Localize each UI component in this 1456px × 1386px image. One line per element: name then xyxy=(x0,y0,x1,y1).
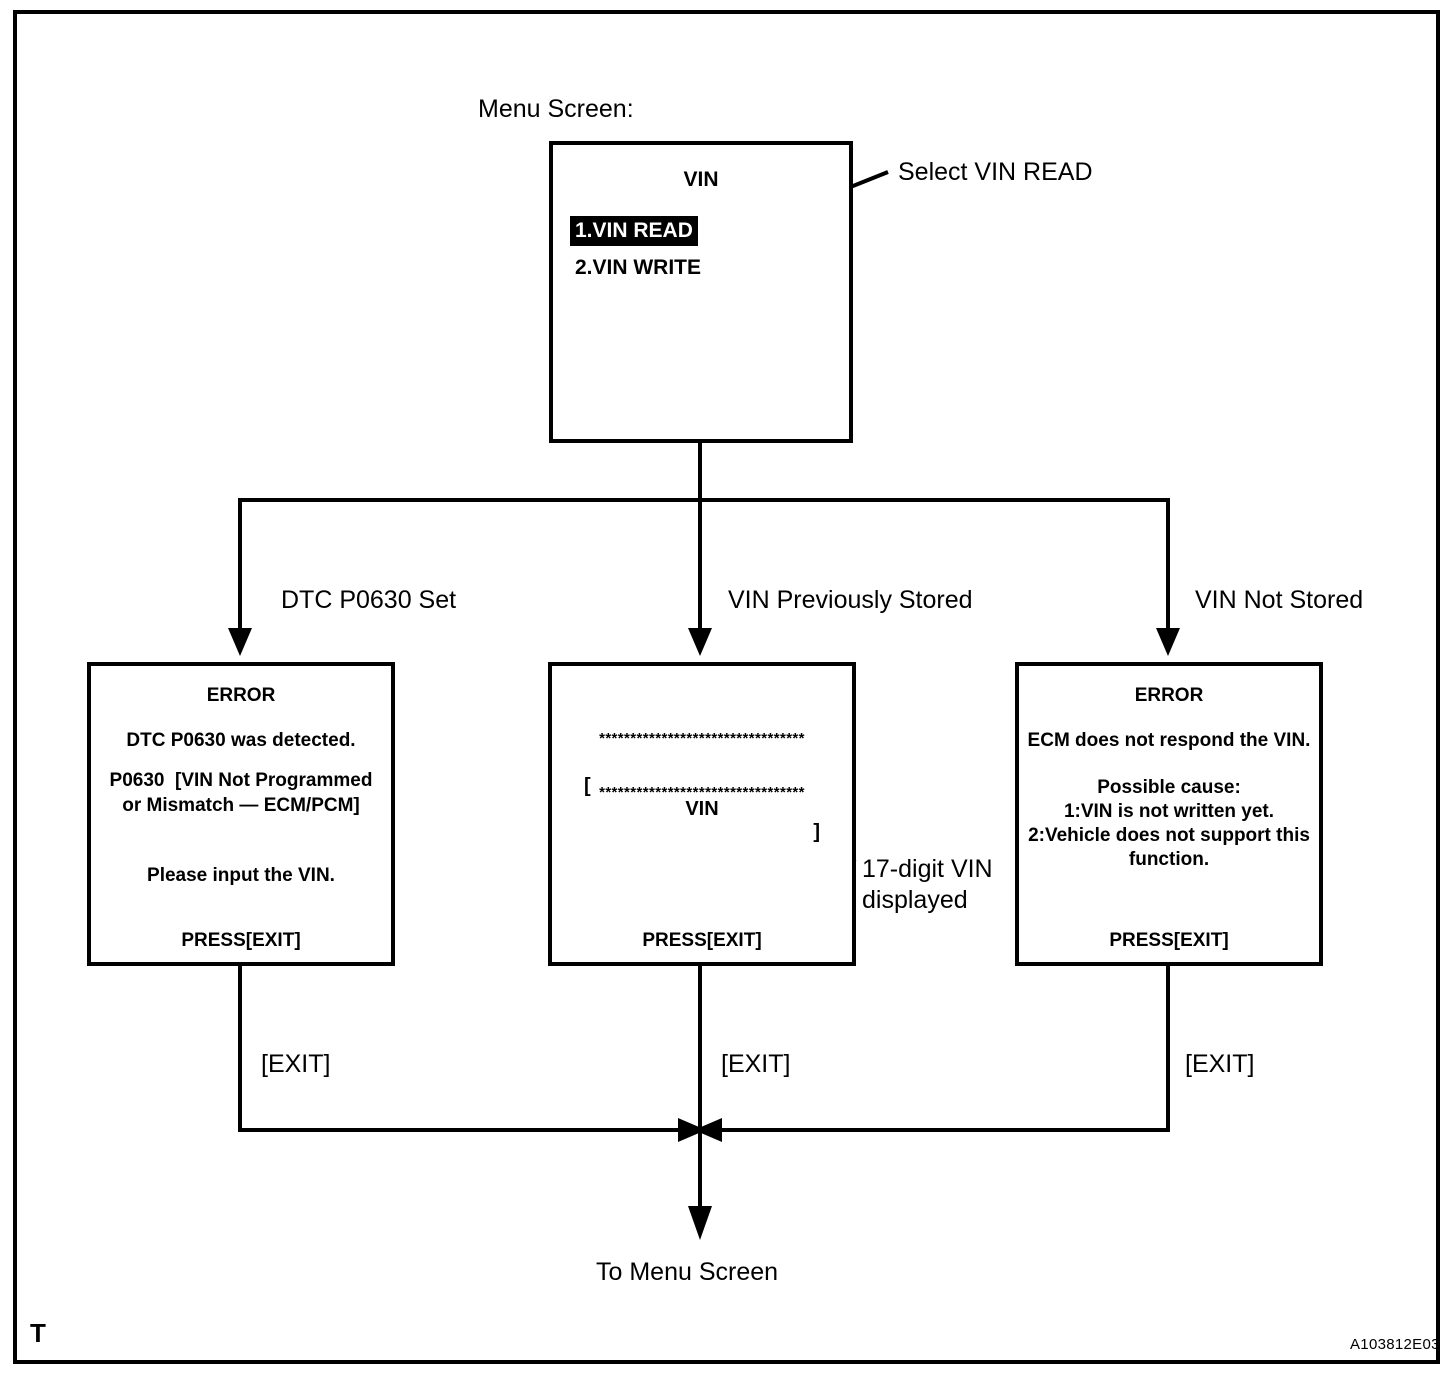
dtc-error-title: ERROR xyxy=(206,685,276,706)
dtc-error-line2: P0630 [VIN Not Programmed xyxy=(109,770,373,791)
menu-screen-title: VIN xyxy=(683,168,719,191)
branch-label-vin-not-stored: VIN Not Stored xyxy=(1195,586,1364,614)
dtc-error-line3: or Mismatch — ECM/PCM] xyxy=(122,795,360,816)
no-response-line5: function. xyxy=(1128,849,1210,870)
callout-17-digit-vin-line2: displayed xyxy=(862,886,968,914)
dtc-error-line1: DTC P0630 was detected. xyxy=(126,730,356,751)
menu-screen-label: Menu Screen: xyxy=(478,95,634,123)
vin-row-bracket-right: ] xyxy=(813,821,820,843)
footer-to-menu-screen: To Menu Screen xyxy=(596,1258,779,1286)
no-response-title: ERROR xyxy=(1134,685,1204,706)
exit-label-center: [EXIT] xyxy=(721,1050,791,1078)
menu-item-vin-write[interactable]: 2.VIN WRITE xyxy=(575,256,702,279)
no-response-footer: PRESS[EXIT] xyxy=(1109,930,1229,951)
branch-label-vin-previously-stored: VIN Previously Stored xyxy=(728,586,973,614)
no-response-line4: 2:Vehicle does not support this xyxy=(1028,825,1310,846)
callout-select-vin-read: Select VIN READ xyxy=(898,158,1093,186)
dtc-error-footer: PRESS[EXIT] xyxy=(181,930,301,951)
dtc-error-line4: Please input the VIN. xyxy=(147,865,335,886)
vin-display-asterisks-bottom: ********************************* xyxy=(599,784,805,801)
callout-17-digit-vin-line1: 17-digit VIN xyxy=(862,855,993,883)
branch-label-dtc-p0630-set: DTC P0630 Set xyxy=(281,586,457,614)
vin-display-asterisks-top: ********************************* xyxy=(599,730,805,747)
exit-label-left: [EXIT] xyxy=(261,1050,331,1078)
screen-box-dtc-error: ERROR DTC P0630 was detected. P0630 [VIN… xyxy=(87,662,395,966)
no-response-line2: Possible cause: xyxy=(1097,777,1241,798)
vin-row-center-label: VIN xyxy=(685,798,719,820)
vin-display-footer: PRESS[EXIT] xyxy=(642,930,762,951)
exit-label-right: [EXIT] xyxy=(1185,1050,1255,1078)
no-response-line1: ECM does not respond the VIN. xyxy=(1027,730,1311,751)
screen-box-vin-display: ********************************* [ VIN … xyxy=(548,662,856,966)
no-response-line3: 1:VIN is not written yet. xyxy=(1063,801,1275,822)
corner-marker-t: T xyxy=(30,1318,46,1348)
figure-code: A103812E03 xyxy=(1350,1336,1440,1353)
menu-item-vin-read[interactable]: 1.VIN READ xyxy=(570,216,698,247)
vin-display-row: [ VIN ] xyxy=(552,752,852,867)
menu-screen-box: VIN xyxy=(549,141,853,443)
vin-row-bracket-left: [ xyxy=(584,775,591,797)
screen-box-no-response-error: ERROR ECM does not respond the VIN. Poss… xyxy=(1015,662,1323,966)
